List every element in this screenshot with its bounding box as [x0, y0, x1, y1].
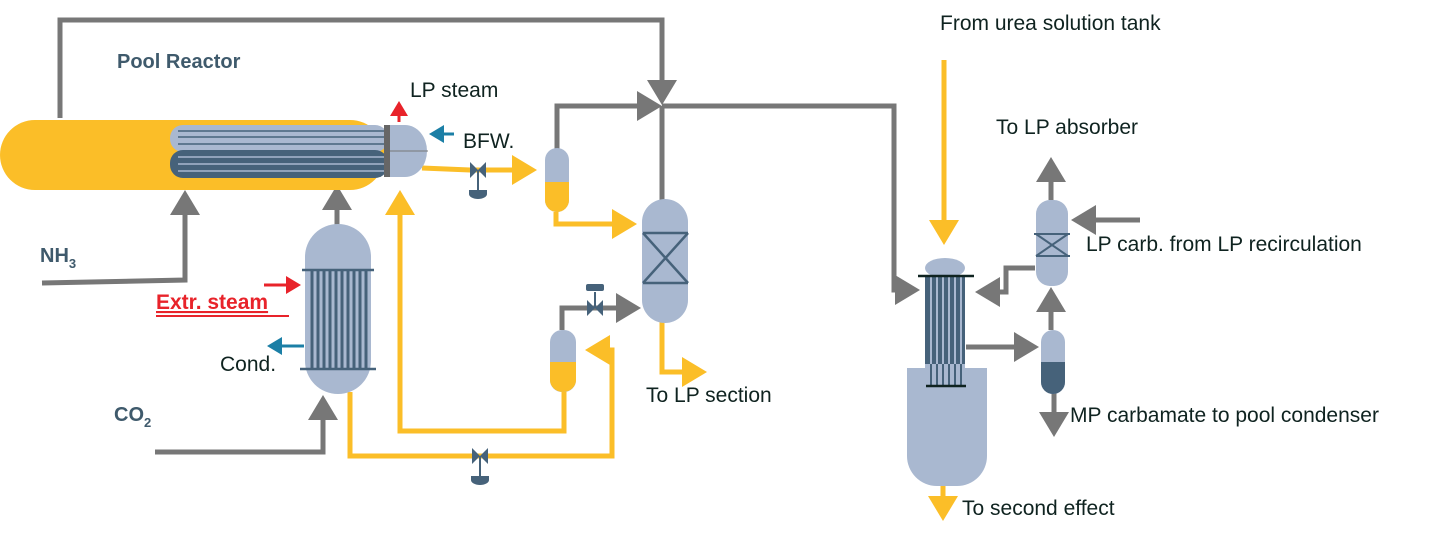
to-second-effect-label: To second effect	[962, 497, 1115, 520]
nh3-main: NH	[40, 245, 69, 267]
flash-vessel-upper	[545, 148, 569, 212]
scrubber-to-evaporator-line	[975, 265, 1035, 307]
nh3-subscript: 3	[69, 256, 76, 271]
co2-label: CO2	[114, 404, 151, 430]
to-lp-section-label: To LP section	[646, 384, 772, 407]
cond-label: Cond.	[220, 353, 276, 376]
bfw-label: BFW.	[463, 130, 514, 153]
nh3-label: NH3	[40, 245, 76, 271]
flash-vent-line	[554, 91, 662, 150]
extr-steam-label: Extr. steam	[156, 291, 268, 314]
scrubber-column	[1034, 200, 1070, 286]
flash-vessel-lower	[550, 330, 576, 392]
co2-feed-line	[155, 395, 338, 455]
hp-stripper	[300, 224, 376, 394]
co2-main: CO	[114, 404, 144, 426]
to-lp-absorber-label: To LP absorber	[996, 116, 1138, 139]
control-valve-middle[interactable]	[586, 284, 604, 316]
column-to-lp-section-line	[659, 322, 707, 387]
pool-reactor	[0, 120, 428, 190]
lower-flash-to-reactor-line	[385, 190, 567, 434]
co2-subscript: 2	[144, 415, 151, 430]
reactor-off-gas-line	[57, 17, 677, 118]
pool-reactor-title: Pool Reactor	[117, 51, 241, 73]
stripper-to-lower-flash-line	[347, 335, 615, 459]
control-valve-lower[interactable]	[471, 448, 489, 485]
control-valve-upper[interactable]	[469, 162, 487, 199]
lp-steam-label: LP steam	[410, 79, 498, 102]
from-urea-tank-label: From urea solution tank	[940, 12, 1161, 35]
evaporator-heater	[907, 258, 987, 486]
vent-to-evaporator-line	[662, 103, 920, 305]
lp-carb-label: LP carb. from LP recirculation	[1086, 233, 1362, 256]
mp-carbamate-label: MP carbamate to pool condenser	[1070, 404, 1379, 427]
lower-flash-vent-line	[559, 293, 641, 330]
rectifying-column	[642, 199, 689, 323]
nh3-feed-line	[41, 190, 200, 286]
flash-to-column-line	[553, 209, 637, 239]
mp-separator	[1041, 330, 1065, 394]
